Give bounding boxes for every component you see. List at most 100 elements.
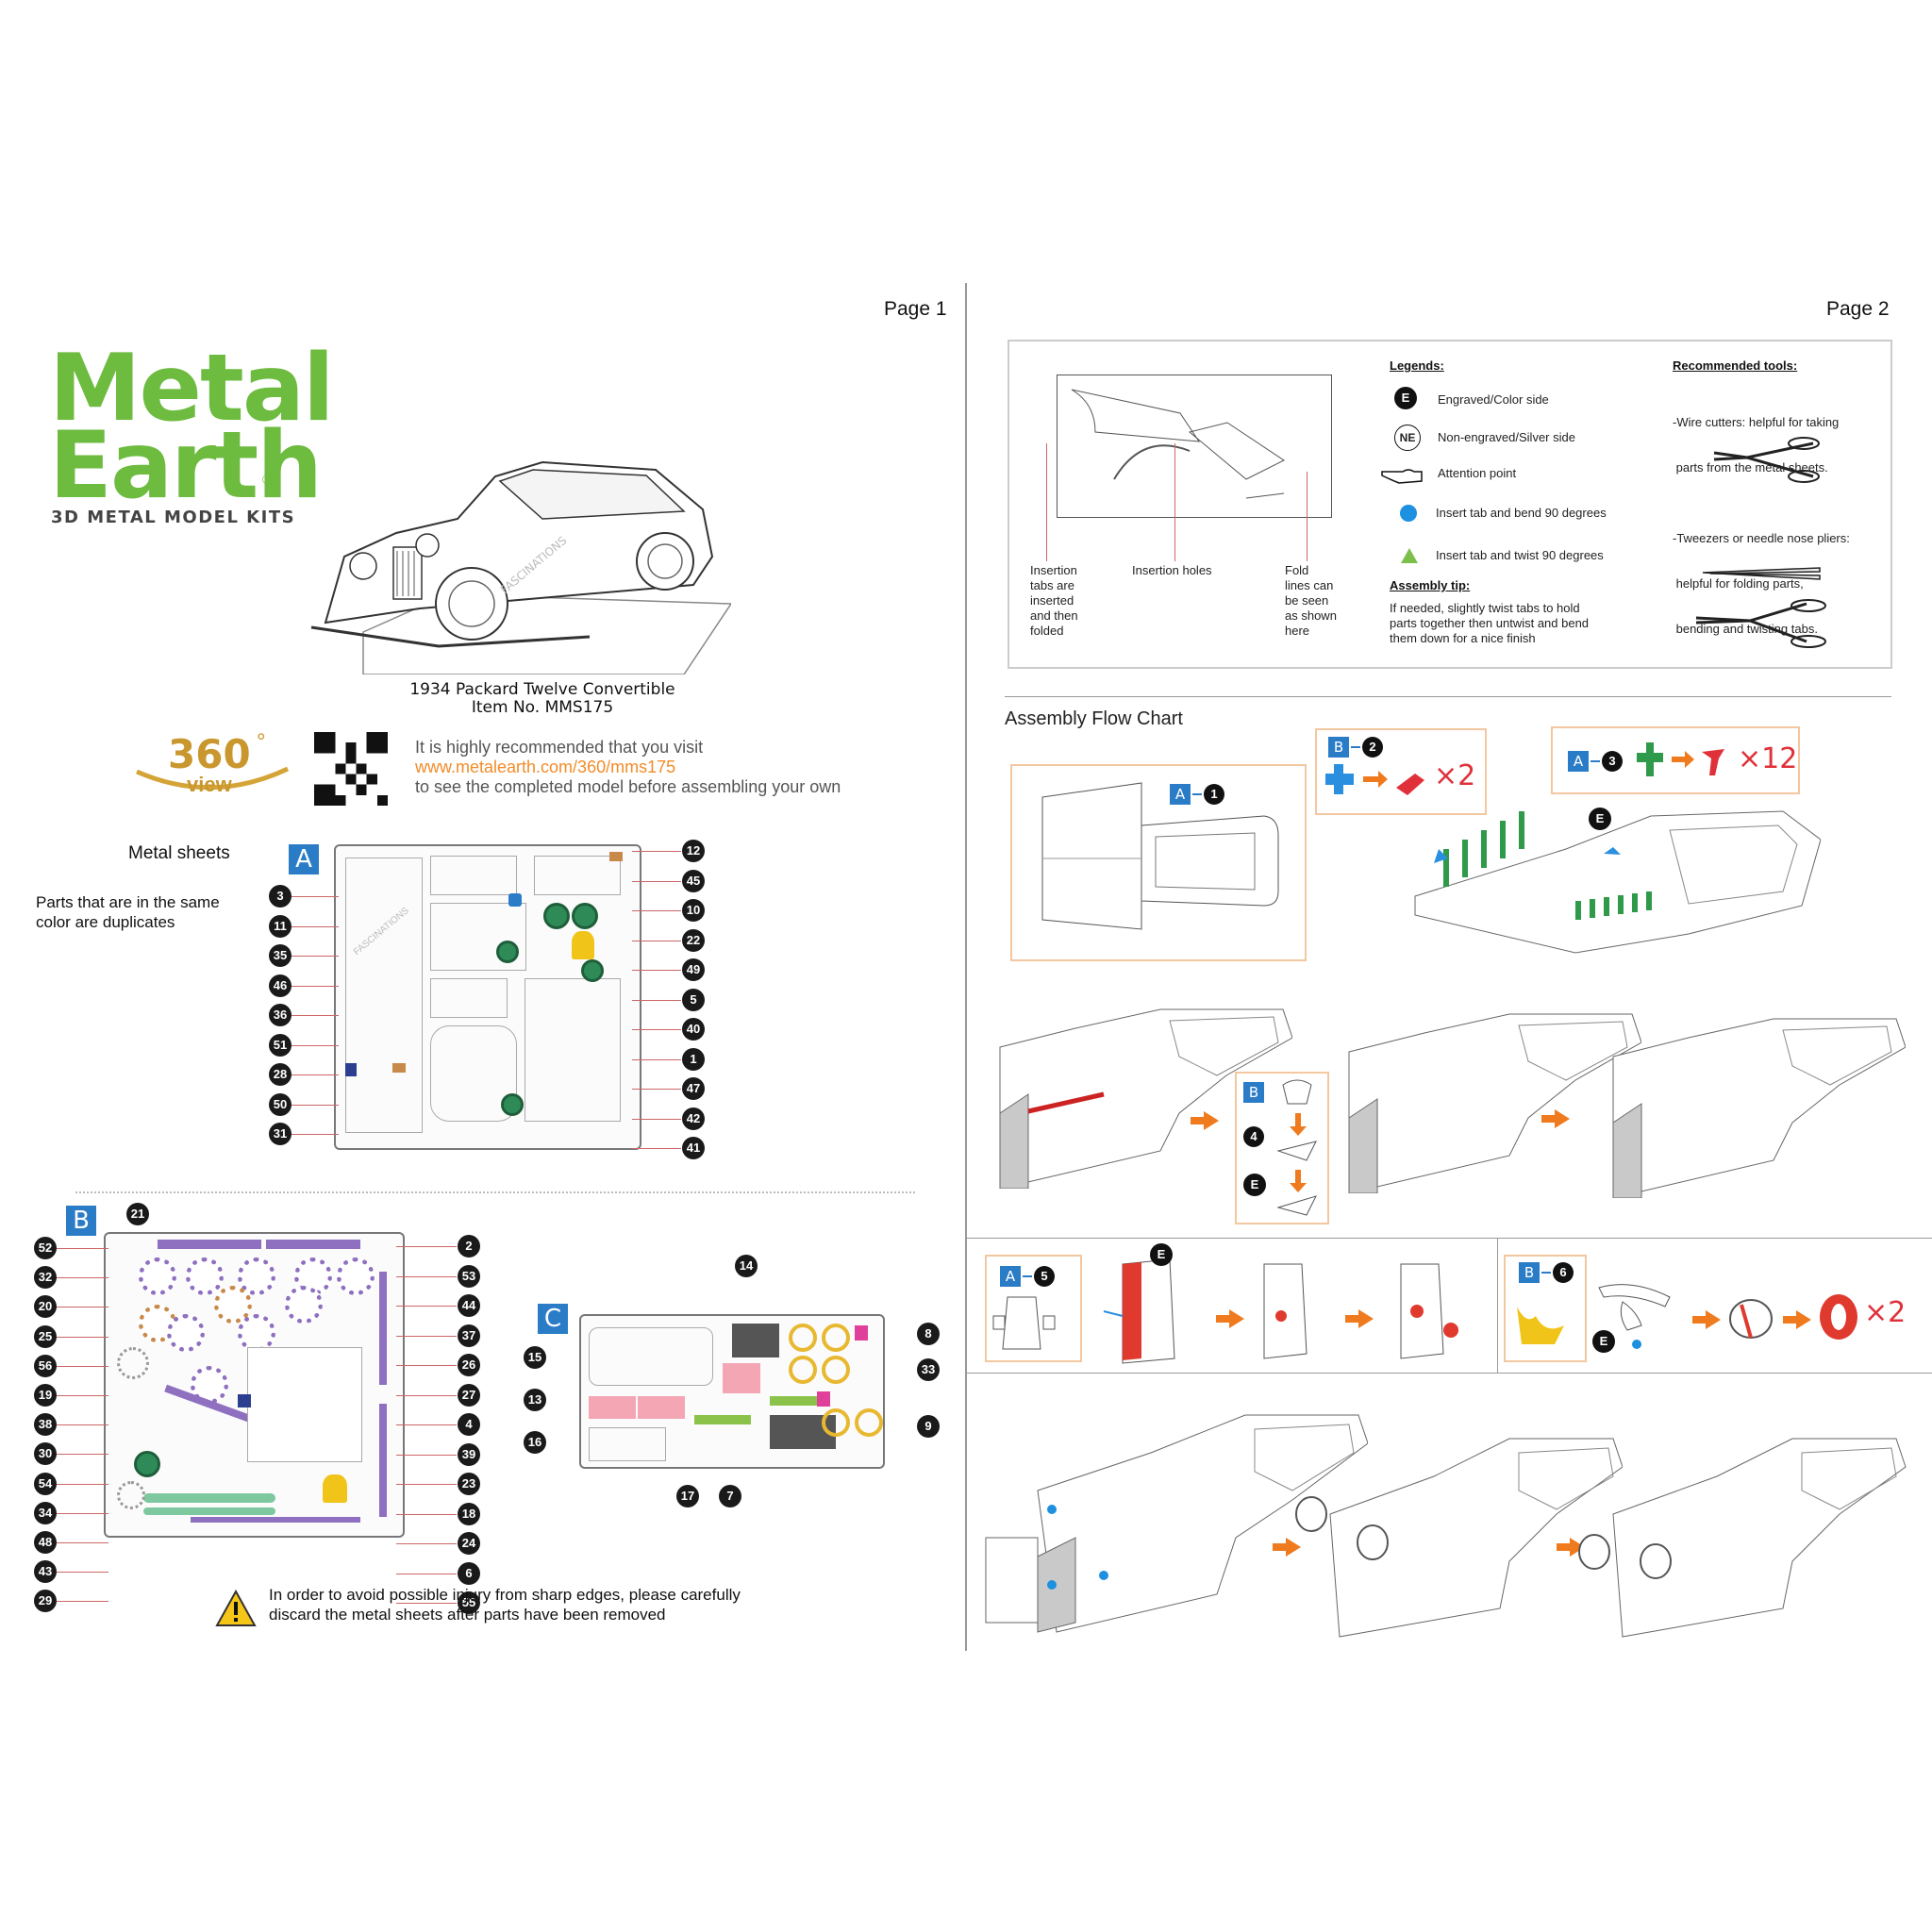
sheet-c-part-ring <box>789 1324 817 1352</box>
legends-title: Legends: <box>1390 358 1444 373</box>
sheet-a: FASCINATIONS <box>334 844 641 1150</box>
flow-arrow-icon <box>1191 1111 1219 1130</box>
part-number-callout: 43 <box>34 1560 57 1584</box>
sheet-c <box>579 1314 885 1469</box>
sheet-c-part-ring <box>822 1408 850 1437</box>
legend-non-engraved-text: Non-engraved/Silver side <box>1438 430 1575 444</box>
step-b2-frame <box>1315 728 1487 815</box>
sheet-b-part-yellow <box>323 1474 347 1503</box>
qr-code-icon[interactable] <box>314 732 388 806</box>
part-number-callout: 24 <box>458 1532 480 1555</box>
part-number-callout: 12 <box>682 840 705 862</box>
sheet-a-part-panel <box>430 856 517 895</box>
callout-leader-line <box>291 1044 339 1046</box>
part-number-callout: 33 <box>917 1358 940 1381</box>
part-number-callout: 2 <box>458 1235 480 1257</box>
part-number-callout: 36 <box>269 1004 291 1026</box>
sheet-b-part-body <box>247 1347 362 1462</box>
callout-leader-line <box>632 1029 681 1030</box>
part-number-callout: 56 <box>34 1354 57 1377</box>
duplicates-note-line-1: Parts that are in the same <box>36 893 220 911</box>
callout-leader-line <box>632 910 681 911</box>
callout-leader-line <box>291 1104 339 1106</box>
legend-panel <box>1008 340 1892 669</box>
warning-icon <box>215 1590 257 1626</box>
part-number-callout: 45 <box>682 869 705 892</box>
step-b6-drawing-3 <box>1820 1294 1857 1340</box>
step-a5-part-icon <box>992 1296 1056 1350</box>
sheet-b-part-rail <box>379 1272 387 1385</box>
callout-leader-line <box>632 880 681 882</box>
needle-nose-pliers-icon <box>1695 599 1826 648</box>
label-insertion-tabs: Insertion tabs are inserted and then fol… <box>1030 563 1078 638</box>
callout-leader-line <box>57 1454 108 1456</box>
callout-leader-line <box>291 1074 339 1075</box>
part-number-callout: 50 <box>269 1092 291 1116</box>
part-number-callout: 30 <box>34 1442 57 1466</box>
sheet-a-part-panel <box>430 978 508 1018</box>
part-number-callout: 37 <box>458 1324 480 1347</box>
callout-leader-line <box>396 1246 457 1247</box>
callout-leader-line <box>291 1134 339 1135</box>
view-360-badge[interactable]: 360 ° view <box>132 729 292 797</box>
sheet-a-part-wheel <box>496 941 519 963</box>
sheet-c-callout: 14 <box>735 1255 758 1277</box>
callout-leader-line <box>396 1543 457 1544</box>
sheet-c-part-green <box>694 1415 751 1424</box>
part-number-callout: 26 <box>458 1354 480 1376</box>
view-360-word: view <box>187 773 232 796</box>
warning-line-1: In order to avoid possible injury from s… <box>269 1586 741 1604</box>
sheet-b-part-gear <box>186 1257 224 1295</box>
logo-word-metal: Metal <box>49 335 335 442</box>
step-b4-frame <box>1235 1072 1329 1224</box>
flow-arrow-icon <box>1783 1310 1811 1329</box>
callout-leader-line <box>396 1394 457 1396</box>
part-number-callout: 19 <box>34 1384 57 1407</box>
page-1-label: Page 1 <box>884 298 947 320</box>
label-fold-lines: Fold lines can be seen as shown here <box>1285 563 1337 638</box>
part-number-callout: 38 <box>34 1413 57 1437</box>
part-number-callout: 22 <box>682 928 705 952</box>
sheet-c-part-ring <box>822 1356 850 1384</box>
part-number-callout: 17 <box>676 1485 699 1507</box>
part-number-callout: 3 <box>269 885 291 908</box>
callout-leader-line <box>632 999 681 1001</box>
step-a5-frame <box>985 1255 1082 1362</box>
sheet-a-part-wheel <box>501 1093 524 1116</box>
swoosh-icon <box>135 766 290 791</box>
sheet-b-part-gear <box>238 1257 275 1295</box>
legend-engraved-text: Engraved/Color side <box>1438 392 1549 407</box>
fold-diagram <box>1057 375 1332 518</box>
part-number-callout: 5 <box>682 988 705 1011</box>
callout-leader-line <box>291 925 339 927</box>
sheet-b-label: B <box>66 1206 96 1236</box>
pointing-hand-icon <box>1381 469 1423 484</box>
sheet-c-part-gray <box>732 1324 779 1357</box>
callout-leader-line <box>57 1572 108 1574</box>
part-number-callout: 8 <box>917 1323 940 1345</box>
page-2-label: Page 2 <box>1826 298 1890 320</box>
part-number-callout: 46 <box>269 974 291 997</box>
legend-attention-text: Attention point <box>1438 466 1517 480</box>
sheet-a-part-blue <box>508 893 522 907</box>
sheet-a-part-wheel <box>543 903 570 929</box>
sheet-a-part-tan <box>609 852 623 861</box>
sheet-a-part-wheel <box>581 959 604 982</box>
part-number-callout: 48 <box>34 1531 57 1554</box>
flow-arrow-icon <box>1692 1310 1721 1329</box>
step-b4-badge: B <box>1243 1082 1264 1103</box>
callout-leader-line <box>57 1512 108 1514</box>
callout-leader-line <box>396 1513 457 1515</box>
callout-leader-line <box>632 851 681 852</box>
callout-leader-line <box>396 1335 457 1337</box>
assembly-row4-drawing-3 <box>1578 1438 1907 1638</box>
callout-leader-line <box>632 1118 681 1120</box>
step-a1-part-drawing <box>1041 782 1279 930</box>
part-number-callout: 34 <box>34 1501 57 1524</box>
sheet-b-part-whitewall <box>117 1347 149 1379</box>
model-360-link[interactable]: www.metalearth.com/360/mms175 <box>415 758 676 776</box>
step-b2-part-icon <box>1325 764 1424 795</box>
row-rule <box>967 1238 1932 1239</box>
sheet-a-label: A <box>289 844 319 874</box>
